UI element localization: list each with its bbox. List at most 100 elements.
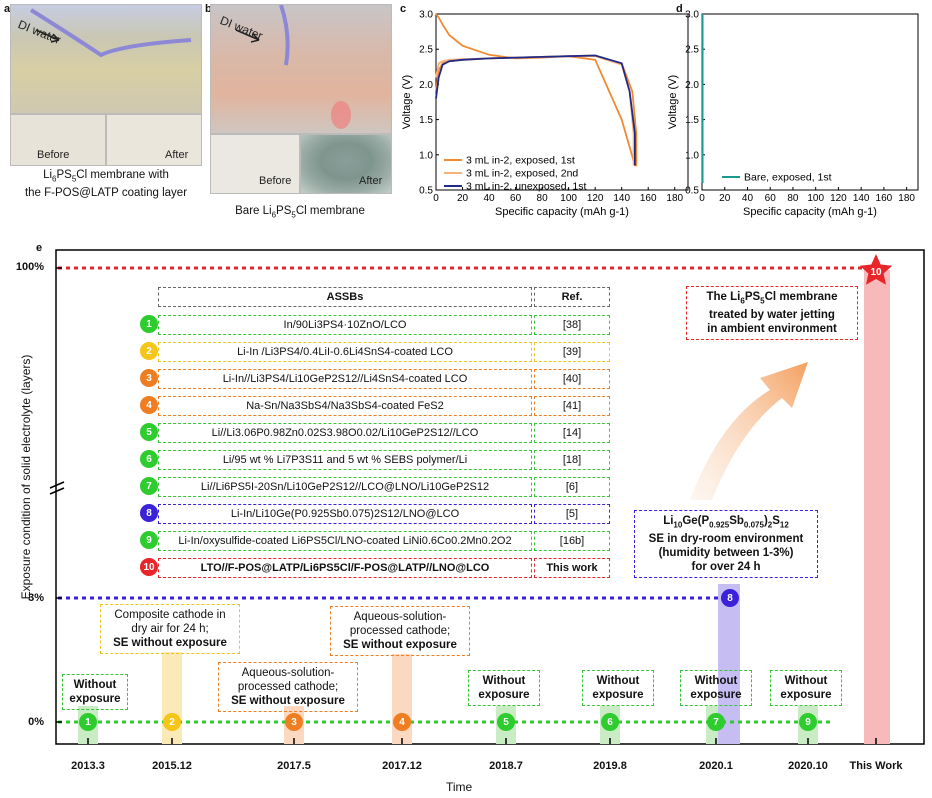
table-row: In/90Li3PS4·10ZnO/LCO (158, 315, 532, 335)
chart-d-xtick-label: 40 (742, 193, 754, 204)
chart-d-ylabel: Voltage (V) (667, 75, 679, 129)
panel-b-before-label: Before (259, 175, 292, 187)
table-badge-7: 7 (140, 477, 158, 495)
timeline-badge-7: 7 (707, 713, 725, 731)
table-ref: [38] (534, 315, 610, 335)
annotation-aqueous2-line3: SE without exposure (343, 639, 457, 651)
annotation-composite-line1: Composite cathode in (114, 609, 226, 621)
panel-a-caption-line1: Li6PS5Cl membrane with (43, 169, 169, 184)
panel-b-after-photo: After (300, 134, 392, 194)
we1-line1: Without (73, 679, 117, 691)
table-badge-1: 1 (140, 315, 158, 333)
chart-d-xtick-label: 20 (719, 193, 731, 204)
we7-line2: exposure (690, 689, 742, 701)
panel-b-top-photo: DI water (210, 4, 392, 134)
table-row: Li-In//Li3PS4/Li10GeP2S12//Li4SnS4-coate… (158, 369, 532, 389)
annotation-aqueous-1: Aqueous-solution- processed cathode; SE … (218, 662, 358, 712)
annotation-this-work: The Li6PS5Cl membrane treated by water j… (686, 286, 858, 340)
chart-d-ytick-label: 1.5 (685, 115, 699, 126)
we9-line2: exposure (780, 689, 832, 701)
y-level-3: 3% (28, 592, 44, 604)
bar-dry-room (718, 584, 740, 744)
chart-c-xtick-label: 80 (537, 193, 549, 204)
axis-break-top (49, 481, 65, 489)
panel-a-caption: Li6PS5Cl membrane with the F-POS@LATP co… (4, 168, 208, 201)
we5-line1: Without (482, 675, 526, 687)
timeline-badge-3: 3 (285, 713, 303, 731)
panel-c-label: c (400, 3, 407, 15)
table-ref: [6] (534, 477, 610, 497)
panel-e-label: e (36, 242, 43, 254)
annotation-composite-line3: SE without exposure (113, 637, 227, 649)
table-ref: [5] (534, 504, 610, 524)
panel-a-label: a (4, 3, 11, 15)
timeline-badge-6: 6 (601, 713, 619, 731)
annotation-this-work-line1: The Li6PS5Cl membrane (706, 290, 838, 306)
we7-line1: Without (694, 675, 738, 687)
chart-c-xtick-label: 160 (640, 193, 657, 204)
table-ref: [41] (534, 396, 610, 416)
panel-a-before-photo: Before (10, 114, 106, 166)
annotation-aqueous1-line2: processed cathode; (237, 681, 339, 693)
table-badge-2: 2 (140, 342, 158, 360)
table-row: Li-In/oxysulfide-coated Li6PS5Cl/LNO-coa… (158, 531, 532, 551)
chart-d-xtick-label: 100 (807, 193, 824, 204)
timeline-badge-5: 5 (497, 713, 515, 731)
annotation-without-exposure-6: Without exposure (582, 670, 654, 706)
table-ref: This work (534, 558, 610, 578)
timeline-badge-8: 8 (721, 589, 739, 607)
table-badge-9: 9 (140, 531, 158, 549)
panel-e-frame (55, 249, 925, 745)
annotation-dry-room-line2: SE in dry-room environment (648, 533, 804, 546)
table-row: LTO//F-POS@LATP/Li6PS5Cl/F-POS@LATP//LNO… (158, 558, 532, 578)
table-badge-5: 5 (140, 423, 158, 441)
panel-e-ylabel: Exposure condition of solid electrolyte … (19, 354, 33, 600)
annotation-dry-room-line4: for over 24 h (691, 561, 761, 574)
x-tick-2019-8: 2019.8 (593, 760, 627, 772)
chart-c-xtick-label: 20 (457, 193, 469, 204)
table-row: Li//Li3.06P0.98Zn0.02S3.98O0.02/Li10GeP2… (158, 423, 532, 443)
we1-line2: exposure (69, 693, 121, 705)
chart-c-xtick-label: 0 (433, 193, 439, 204)
timeline-badge-4: 4 (393, 713, 411, 731)
annotation-this-work-line2: treated by water jetting (709, 309, 835, 322)
chart-c-xtick-label: 60 (510, 193, 522, 204)
chart-c-ytick-label: 0.5 (419, 186, 433, 197)
chart-d-xtick-label: 160 (876, 193, 893, 204)
x-tick-2018-7: 2018.7 (489, 760, 523, 772)
panel-b-before-photo: Before (210, 134, 300, 194)
panel-a-top-photo: DI water (10, 4, 202, 114)
chart-d-ytick-label: 0.5 (685, 186, 699, 197)
chart-c-legend-label-2: 3 mL in-2, unexposed, 1st (466, 181, 587, 193)
table-ref: [40] (534, 369, 610, 389)
we6-line1: Without (596, 675, 640, 687)
table-row: Li/95 wt % Li7P3S11 and 5 wt % SEBS poly… (158, 450, 532, 470)
chart-c-ytick-label: 2.0 (419, 80, 433, 91)
chart-d-xtick-label: 0 (699, 193, 705, 204)
chart-d-ytick-label: 3.0 (685, 10, 699, 21)
chart-c-ytick-label: 3.0 (419, 10, 433, 21)
annotation-without-exposure-5: Without exposure (468, 670, 540, 706)
annotation-without-exposure-7: Without exposure (680, 670, 752, 706)
star-badge-icon (859, 254, 893, 285)
panel-b-label: b (205, 3, 212, 15)
chart-c-xtick-label: 140 (613, 193, 630, 204)
chart-d-ytick-label: 2.5 (685, 45, 699, 56)
chart-d-ytick-label: 2.0 (685, 80, 699, 91)
chart-c-xtick-label: 120 (587, 193, 604, 204)
table-badge-4: 4 (140, 396, 158, 414)
annotation-dry-room-line1: Li10Ge(P0.925Sb0.075)2S12 (663, 514, 789, 530)
timeline-badge-10: 10 (870, 266, 882, 278)
y-level-0: 0% (28, 716, 44, 728)
panel-b-after-label: After (359, 175, 383, 187)
panel-a-after-photo: After (106, 114, 202, 166)
chart-c-plot-frame (435, 13, 689, 191)
chart-c-ytick-label: 2.5 (419, 45, 433, 56)
table-row: Li-In/Li10Ge(P0.925Sb0.075)2S12/LNO@LCO (158, 504, 532, 524)
chart-c-xtick-label: 180 (666, 193, 683, 204)
annotation-composite-cathode: Composite cathode in dry air for 24 h; S… (100, 604, 240, 654)
table-row: Li-In /Li3PS4/0.4LiI-0.6Li4SnS4-coated L… (158, 342, 532, 362)
table-row: Li//Li6PS5I-20Sn/Li10GeP2S12//LCO@LNO/Li… (158, 477, 532, 497)
annotation-aqueous1-line3: SE without exposure (231, 695, 345, 707)
